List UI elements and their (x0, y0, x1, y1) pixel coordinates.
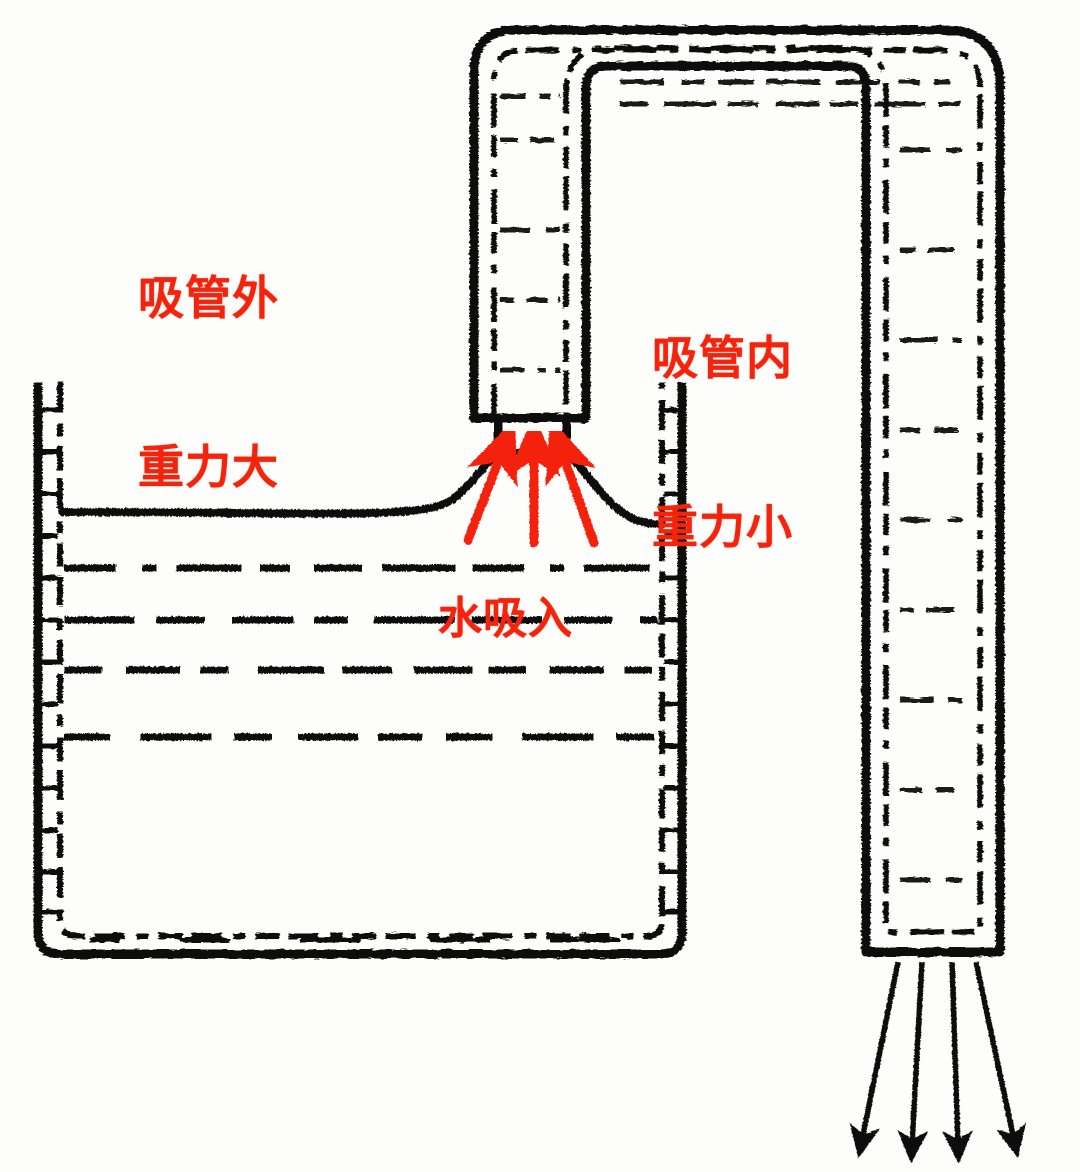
arrows-up-intake (463, 414, 599, 548)
annotation-inside-line1: 吸管内 (652, 331, 793, 386)
annotation-inside-straw: 吸管内 重力小 (652, 218, 793, 667)
water-level-lines (64, 564, 658, 741)
annotation-inside-line2: 重力小 (652, 499, 793, 554)
annotation-outside-line1: 吸管外 (138, 271, 279, 326)
annotation-water-sucked-in: 水吸入 (438, 593, 573, 644)
water-container (33, 382, 687, 959)
siphon-tube (469, 25, 1005, 957)
annotation-outside-straw: 吸管外 重力大 (138, 158, 279, 607)
annotation-outside-line2: 重力大 (138, 439, 279, 494)
outlet-spray-arrows (849, 961, 1027, 1164)
